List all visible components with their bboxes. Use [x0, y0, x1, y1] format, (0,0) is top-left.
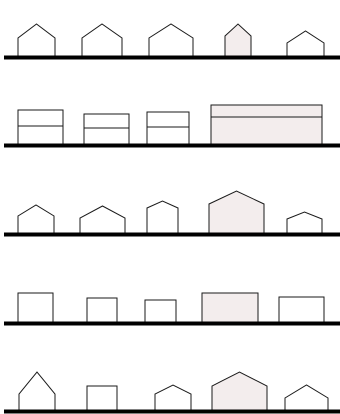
gable-house-1 — [18, 24, 55, 56]
gable-house-5 — [285, 385, 328, 410]
block-outline — [18, 110, 63, 144]
gable-house-4 — [212, 372, 267, 410]
row-2-two-storey-blocks — [4, 105, 340, 146]
row-5-mixed-shapes — [4, 372, 340, 412]
gable-house-3 — [147, 201, 178, 233]
flat-box-5 — [279, 297, 324, 322]
flat-box-2 — [87, 298, 117, 322]
flat-box-3 — [145, 300, 176, 322]
gable-house-2 — [80, 206, 125, 233]
gable-house-5 — [287, 31, 324, 56]
gable-house-3 — [149, 24, 193, 56]
block-outline — [147, 112, 189, 144]
gable-house-4 — [225, 24, 251, 56]
flat-box-1 — [18, 293, 53, 322]
block-outline — [84, 114, 129, 144]
gable-house-2 — [82, 24, 122, 56]
flat-box-2 — [87, 386, 117, 410]
two-storey-block-4 — [211, 105, 322, 144]
row-3-mixed-gable-houses — [4, 191, 340, 235]
block-outline — [211, 105, 322, 144]
gable-house-4 — [209, 191, 264, 233]
two-storey-block-2 — [84, 114, 129, 144]
gable-house-1 — [19, 372, 55, 410]
gable-house-1 — [18, 205, 54, 233]
flat-box-4 — [202, 293, 258, 322]
gable-house-5 — [287, 212, 322, 233]
two-storey-block-3 — [147, 112, 189, 144]
gable-house-3 — [155, 385, 191, 410]
row-4-flat-boxes — [4, 293, 340, 324]
row-1-gable-houses — [4, 24, 340, 58]
two-storey-block-1 — [18, 110, 63, 144]
